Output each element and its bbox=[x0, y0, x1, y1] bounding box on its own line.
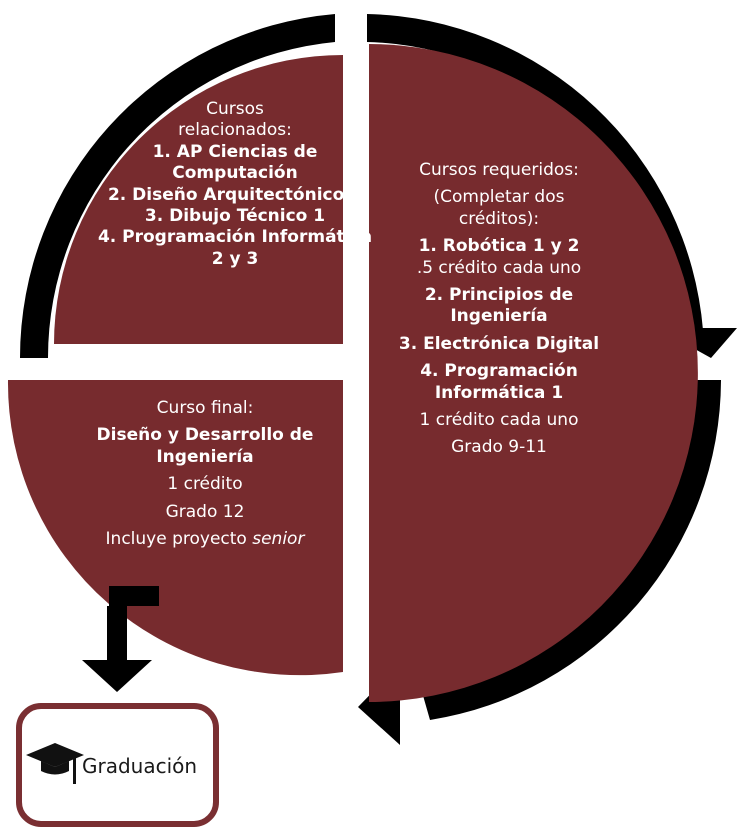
related-item-1: 1. AP Ciencias de Computación bbox=[152, 141, 318, 184]
required-item-1: 1. Robótica 1 y 2 bbox=[418, 236, 580, 257]
related-item-3: 3. Dibujo Técnico 1 bbox=[144, 206, 326, 227]
arrow-to-graduation bbox=[82, 586, 159, 692]
required-item-1-note: .5 crédito cada uno bbox=[416, 257, 582, 278]
required-note-line1: (Completar dos bbox=[433, 187, 565, 208]
graduation-box bbox=[16, 703, 219, 827]
required-note-line2: créditos): bbox=[458, 208, 540, 229]
graduation-cap-icon bbox=[26, 743, 84, 784]
quadrant-required-courses bbox=[369, 44, 698, 702]
final-title: Diseño y Desarrollo de Ingeniería bbox=[96, 425, 314, 467]
final-includes: Incluye proyecto senior bbox=[80, 529, 330, 550]
final-includes-italic: senior bbox=[252, 529, 305, 550]
related-heading-line2: relacionados: bbox=[178, 120, 292, 141]
required-credit: 1 crédito cada uno bbox=[419, 410, 579, 431]
required-heading: Cursos requeridos: bbox=[419, 160, 579, 180]
related-item-4: 4. Programación Informática 2 y 3 bbox=[97, 227, 373, 269]
related-heading-line1: Cursos bbox=[206, 99, 264, 119]
required-courses-text: Cursos requeridos: (Completar dos crédit… bbox=[381, 160, 617, 459]
related-item-2: 2. Diseño Arquitectónico 1 bbox=[107, 184, 363, 205]
required-item-2: 2. Principios de Ingeniería bbox=[424, 285, 574, 327]
final-grade: Grado 12 bbox=[165, 501, 245, 522]
quadrant-related-courses bbox=[54, 55, 343, 344]
final-credit: 1 crédito bbox=[167, 474, 243, 495]
graduation-label: Graduación bbox=[82, 754, 198, 778]
required-grade: Grado 9-11 bbox=[451, 437, 547, 458]
quadrant-final-course bbox=[7, 380, 343, 676]
required-item-3: 3. Electrónica Digital bbox=[398, 333, 600, 354]
required-item-4: 4. Programación Informática 1 bbox=[420, 361, 578, 403]
final-includes-prefix: Incluye proyecto bbox=[105, 529, 253, 550]
related-courses-text: Cursos relacionados: 1. AP Ciencias de C… bbox=[95, 99, 375, 270]
final-heading: Curso final: bbox=[156, 398, 254, 418]
final-course-text: Curso final: Diseño y Desarrollo de Inge… bbox=[80, 398, 330, 550]
